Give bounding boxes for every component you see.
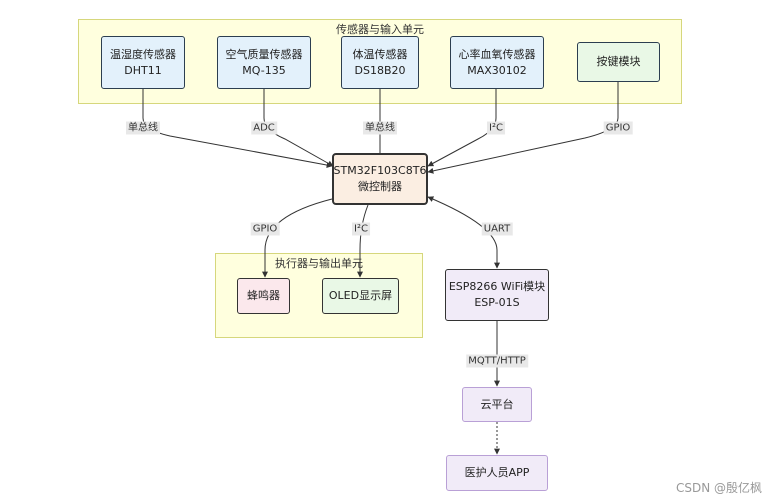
node-buzzer: 蜂鸣器 (237, 278, 290, 314)
node-esp8266-line2: ESP-01S (474, 296, 520, 309)
edge-keys-mcu (427, 82, 619, 174)
edge-max30102-mcu (427, 89, 497, 167)
node-oled-label: OLED显示屏 (328, 289, 393, 302)
node-max30102-line1: 心率血氧传感器 (458, 47, 536, 61)
node-medical-app-label: 医护人员APP (464, 466, 530, 479)
edge-label-cloud: MQTT/HTTP (466, 354, 528, 368)
node-key-module: 按键模块 (577, 42, 660, 82)
node-dht11-line2: DHT11 (124, 63, 162, 77)
edge-dht11-mcu (142, 89, 333, 168)
edge-label-mq135: ADC (251, 121, 277, 135)
sensor-input-group-title: 传感器与输入单元 (336, 23, 424, 36)
node-mcu-line2: 微控制器 (358, 180, 402, 193)
edge-label-oled: I²C (352, 222, 370, 236)
edge-mcu-oled (357, 204, 369, 278)
node-dht11-line1: 温湿度传感器 (110, 47, 176, 61)
edge-label-dht11: 单总线 (126, 121, 160, 135)
node-medical-app: 医护人员APP (446, 455, 548, 491)
node-esp8266-line1: ESP8266 WiFi模块 (448, 280, 546, 293)
node-dht11: 温湿度传感器 DHT11 (101, 36, 185, 89)
node-key-module-label: 按键模块 (596, 55, 641, 68)
edge-label-max30102: I²C (487, 121, 505, 135)
node-ds18b20-line2: DS18B20 (354, 63, 406, 77)
node-cloud-platform-label: 云平台 (480, 397, 514, 411)
node-mcu: STM32F103C8T6 微控制器 (332, 153, 428, 205)
edge-label-buzzer: GPIO (250, 222, 280, 236)
edge-label-ds18b20: 单总线 (363, 121, 397, 135)
edge-label-keys: GPIO (603, 121, 633, 135)
node-ds18b20-line1: 体温传感器 (352, 47, 408, 61)
node-mq135-line2: MQ-135 (242, 63, 286, 77)
node-mq135-line1: 空气质量传感器 (225, 47, 303, 61)
node-max30102: 心率血氧传感器 MAX30102 (450, 36, 544, 89)
node-buzzer-label: 蜂鸣器 (247, 289, 280, 302)
edge-label-esp: UART (481, 222, 513, 236)
node-oled: OLED显示屏 (322, 278, 399, 314)
actuator-output-group-title: 执行器与输出单元 (275, 257, 363, 270)
watermark: CSDN @殷亿枫 (675, 481, 762, 495)
edge-mcu-buzzer (262, 198, 333, 278)
node-mq135: 空气质量传感器 MQ-135 (217, 36, 311, 89)
node-ds18b20: 体温传感器 DS18B20 (341, 36, 419, 89)
node-esp8266: ESP8266 WiFi模块 ESP-01S (445, 269, 549, 321)
node-cloud-platform: 云平台 (462, 387, 532, 422)
node-max30102-line2: MAX30102 (467, 63, 527, 77)
node-mcu-line1: STM32F103C8T6 (333, 164, 427, 177)
